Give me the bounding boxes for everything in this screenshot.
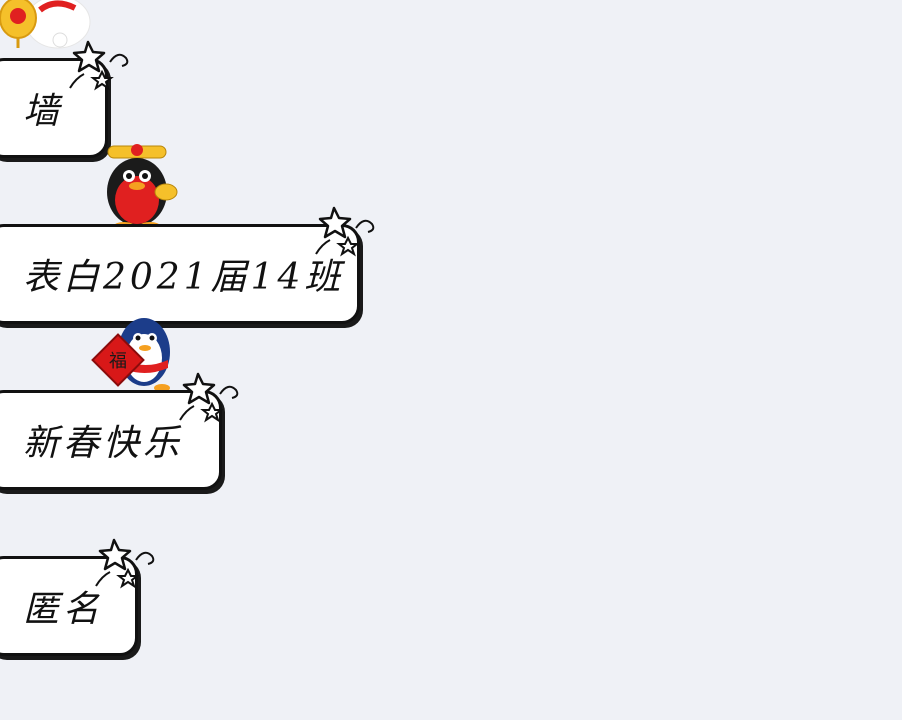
star-decoration-icon (69, 40, 129, 91)
message-bubble[interactable]: 新春快乐 (0, 390, 222, 490)
message-text: 墙 (23, 91, 64, 132)
message-bubble[interactable]: 墙 (0, 58, 108, 158)
message-text: 新春快乐 (23, 423, 184, 464)
star-decoration-icon (315, 206, 375, 257)
lantern-cat-sticker-icon (0, 0, 91, 49)
message-text: 匿名 (23, 589, 104, 630)
fortune-god-penguin-sticker-icon (107, 144, 178, 230)
message-bubble[interactable]: 匿名 (0, 556, 138, 656)
star-decoration-icon (179, 372, 239, 423)
fu-character: 福 (109, 351, 127, 372)
star-decoration-icon (95, 538, 155, 589)
fu-penguin-sticker-icon: 福 (91, 318, 170, 392)
message-bubble[interactable]: 表白2021届14班 (0, 224, 360, 324)
message-text: 表白2021届14班 (23, 257, 345, 298)
